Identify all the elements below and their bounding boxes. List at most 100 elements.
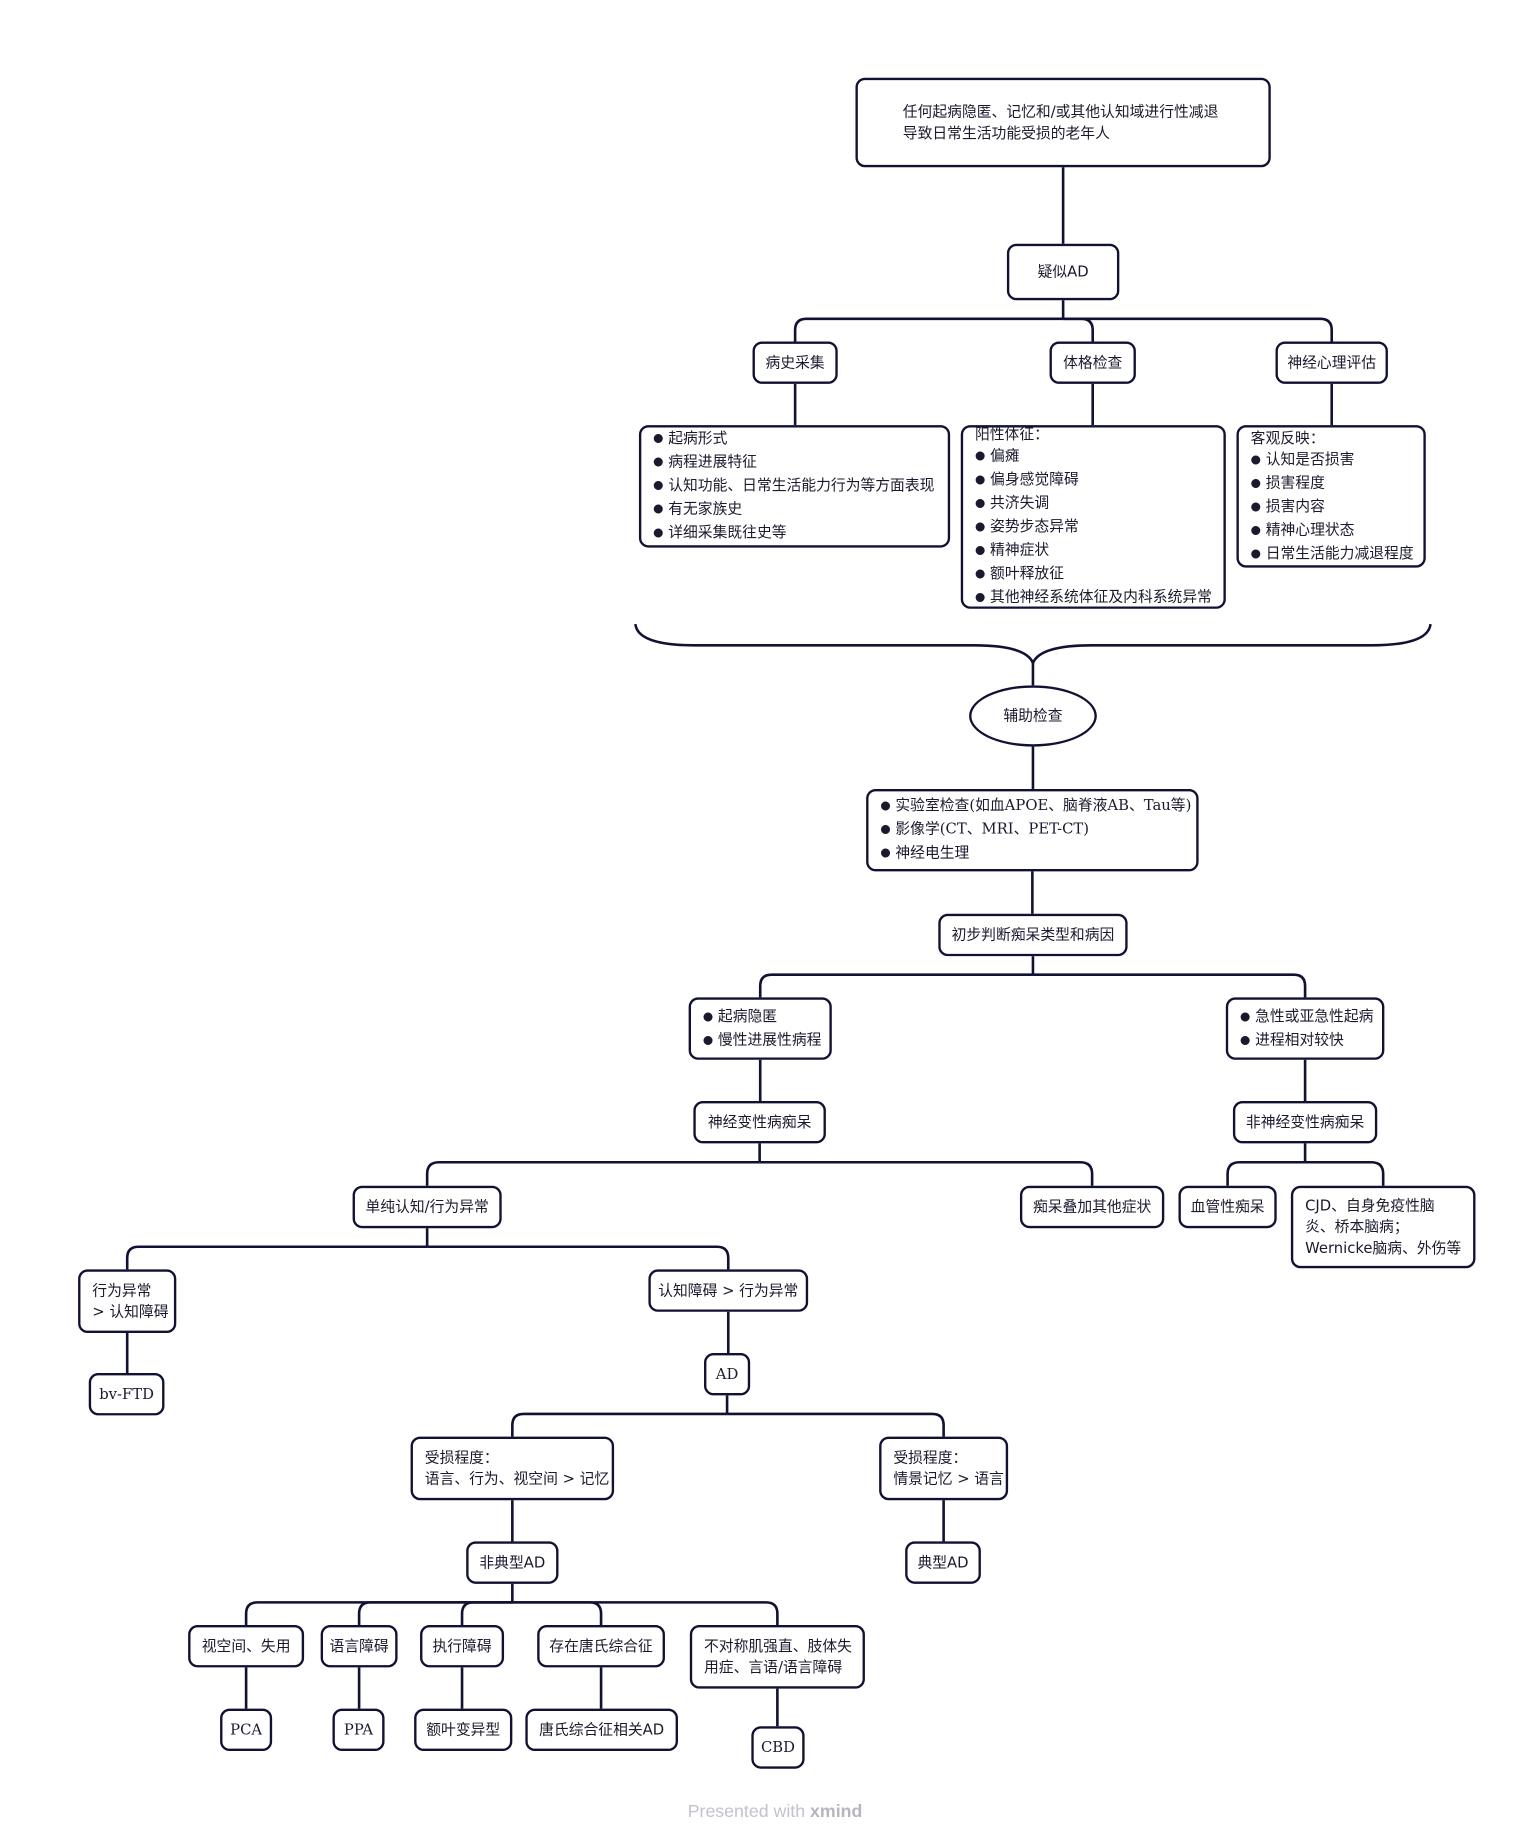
bullet-item: 损害内容 [1251, 495, 1412, 519]
footer-credit: Presented with xmind [0, 1802, 1537, 1822]
connector-branch [511, 1412, 728, 1437]
node-physical-items[interactable]: 阳性体征：偏瘫偏身感觉障碍共济失调姿势步态异常精神症状额叶释放征其他神经系统体征… [960, 425, 1226, 610]
node-label: 存在唐氏综合征 [549, 1636, 653, 1655]
node-label: PCA [230, 1720, 263, 1739]
node-down-syndrome[interactable]: 存在唐氏综合征 [537, 1625, 665, 1668]
node-history-items[interactable]: 起病形式病程进展特征认知功能、日常生活能力行为等方面表现有无家族史详细采集既往史… [638, 425, 951, 548]
node-ppa[interactable]: PPA [332, 1708, 385, 1752]
node-visuospatial-apraxia[interactable]: 视空间、失用 [188, 1625, 305, 1668]
node-label: PPA [343, 1720, 374, 1739]
connector-branch [1032, 973, 1307, 998]
connector-branch [1226, 1160, 1306, 1186]
bullet-item: 认知功能、日常生活能力行为等方面表现 [653, 475, 936, 499]
bullet-item: 其他神经系统体征及内科系统异常 [975, 586, 1212, 610]
bullet-item: 实验室检查(如血APOE、脑脊液AB、Tau等) [880, 795, 1191, 819]
node-typical-impairment[interactable]: 受损程度： 情景记忆 > 语言 [879, 1436, 1009, 1501]
bullet-item: 影像学(CT、MRI、PET-CT) [880, 818, 1184, 842]
node-line: 受损程度： [893, 1448, 968, 1467]
node-cbd[interactable]: CBD [751, 1726, 805, 1769]
node-cognition-over-behavior[interactable]: 认知障碍 > 行为异常 [648, 1269, 809, 1312]
bullet-item: 日常生活能力减退程度 [1251, 542, 1414, 566]
node-non-neurodegenerative[interactable]: 非神经变性病痴呆 [1232, 1101, 1378, 1144]
node-auxiliary-exam[interactable]: 辅助检查 [969, 685, 1097, 747]
bullet-item: 有无家族史 [653, 498, 936, 522]
xmind-logo: xmind [810, 1801, 863, 1822]
node-vascular-dementia[interactable]: 血管性痴呆 [1178, 1185, 1277, 1229]
node-asymmetric-rigidity[interactable]: 不对称肌强直、肢体失用症、言语/语言障碍 [689, 1625, 865, 1689]
node-label: 神经心理评估 [1287, 353, 1377, 371]
node-atypical-impairment[interactable]: 受损程度：语言、行为、视空间 > 记忆 [410, 1436, 615, 1501]
node-down-syndrome-ad[interactable]: 唐氏综合征相关AD [525, 1708, 678, 1752]
node-auxiliary-items[interactable]: 实验室检查(如血APOE、脑脊液AB、Tau等)影像学(CT、MRI、PET-C… [866, 788, 1199, 872]
node-history[interactable]: 病史采集 [752, 341, 838, 384]
connector-branch [512, 1601, 779, 1626]
connector-branch [1063, 317, 1334, 342]
connector-branch [727, 1412, 945, 1437]
node-pca[interactable]: PCA [220, 1708, 273, 1752]
node-suspect-ad[interactable]: 疑似AD [1006, 243, 1120, 301]
node-line: 不对称肌强直、肢体失 [704, 1636, 852, 1655]
node-preliminary-judgment[interactable]: 初步判断痴呆类型和病因 [938, 913, 1128, 957]
node-label: 非典型AD [479, 1553, 546, 1571]
node-physical-exam[interactable]: 体格检查 [1049, 341, 1136, 384]
summary-brace [634, 623, 1432, 665]
bullet-item: 起病隐匿 [703, 1005, 818, 1029]
node-pure-cognitive-behavior[interactable]: 单纯认知/行为异常 [352, 1185, 502, 1229]
node-label: 典型AD [917, 1553, 969, 1571]
node-typical-ad[interactable]: 典型AD [905, 1541, 981, 1584]
bullet-list: 急性或亚急性起病进程相对较快 [1240, 1005, 1373, 1053]
node-insidious-onset[interactable]: 起病隐匿慢性进展性病程 [688, 997, 832, 1060]
node-frontal-variant[interactable]: 额叶变异型 [414, 1708, 513, 1752]
bullet-item: 认知是否损害 [1251, 448, 1412, 472]
node-line: 情景记忆 > 语言 [893, 1469, 1004, 1488]
node-label: 唐氏综合征相关AD [539, 1720, 665, 1739]
node-neuropsych-items[interactable]: 客观反映：认知是否损害损害程度损害内容精神心理状态日常生活能力减退程度 [1236, 425, 1426, 568]
node-label: 疑似AD [1037, 262, 1089, 281]
connector-branch [244, 1601, 513, 1626]
node-executive-disorder[interactable]: 执行障碍 [420, 1625, 505, 1668]
node-label: 神经变性病痴呆 [707, 1112, 812, 1131]
connector-branch [1063, 317, 1095, 342]
node-line: 导致日常生活功能受损的老年人 [902, 123, 1110, 142]
node-bv-ftd[interactable]: bv-FTD [88, 1373, 165, 1416]
node-label: AD [715, 1364, 739, 1383]
node-neurodegenerative[interactable]: 神经变性病痴呆 [693, 1101, 826, 1144]
connector-branch [512, 1601, 603, 1626]
node-neuropsych[interactable]: 神经心理评估 [1275, 341, 1388, 384]
node-behavior-over-cognition[interactable]: 行为异常 > 认知障碍 [78, 1269, 177, 1333]
bullet-item: 急性或亚急性起病 [1240, 1005, 1373, 1029]
node-line: 行为异常 [92, 1281, 152, 1299]
node-cjd-etc[interactable]: CJD、自身免疫性脑炎、桥本脑病；Wernicke脑病、外伤等 [1290, 1185, 1476, 1269]
node-language-disorder[interactable]: 语言障碍 [320, 1625, 398, 1668]
node-line: > 认知障碍 [92, 1302, 169, 1321]
node-label: 病史采集 [765, 353, 825, 371]
node-label: 辅助检查 [1003, 706, 1063, 725]
bullet-item: 起病形式 [653, 427, 936, 451]
node-atypical-ad[interactable]: 非典型AD [466, 1541, 559, 1584]
connector-branch [425, 1160, 760, 1186]
connector-branch [758, 973, 1033, 998]
node-label: 单纯认知/行为异常 [365, 1197, 489, 1216]
bullet-item: 额叶释放征 [975, 563, 1212, 587]
node-label: 体格检查 [1063, 353, 1123, 371]
node-label: 语言障碍 [329, 1636, 389, 1655]
bullet-list: 认知是否损害损害程度损害内容精神心理状态日常生活能力减退程度 [1251, 448, 1414, 566]
node-label: bv-FTD [99, 1384, 155, 1403]
node-dementia-plus[interactable]: 痴呆叠加其他症状 [1019, 1185, 1165, 1229]
node-line: 受损程度： [424, 1448, 499, 1467]
bullet-item: 偏瘫 [975, 445, 1212, 469]
bullet-item: 进程相对较快 [1240, 1029, 1370, 1053]
node-label: 视空间、失用 [201, 1636, 291, 1655]
bullet-item: 详细采集既往史等 [653, 522, 936, 546]
node-acute-onset[interactable]: 急性或亚急性起病进程相对较快 [1225, 997, 1385, 1060]
bullet-item: 共济失调 [975, 492, 1212, 516]
connector-branch [357, 1601, 513, 1626]
node-label: 初步判断痴呆类型和病因 [951, 925, 1115, 944]
node-root[interactable]: 任何起病隐匿、记忆和/或其他认知域进行性减退导致日常生活功能受损的老年人 [855, 77, 1271, 168]
node-ad[interactable]: AD [704, 1353, 751, 1396]
bullet-item: 姿势步态异常 [975, 516, 1212, 540]
node-label: 血管性痴呆 [1190, 1197, 1265, 1216]
connector-branch [759, 1160, 1094, 1186]
